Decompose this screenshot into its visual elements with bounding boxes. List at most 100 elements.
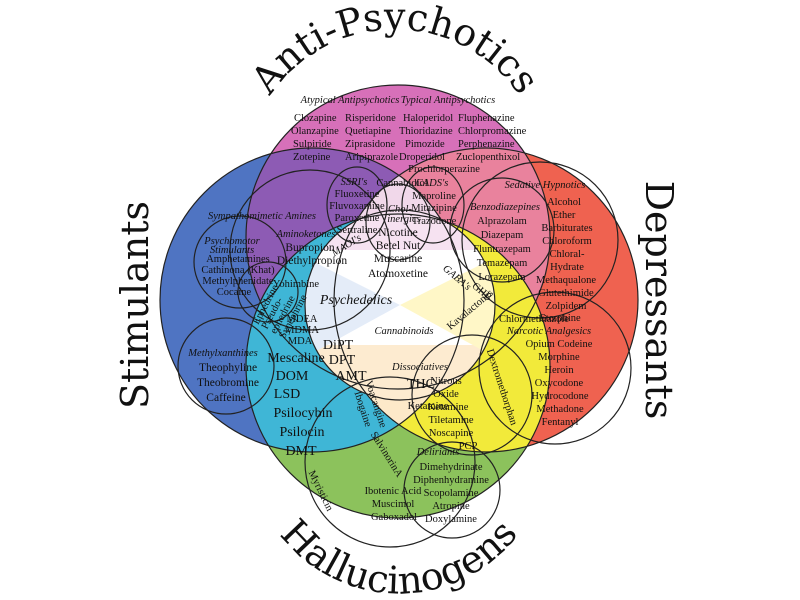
cholinergics-item: Muscarine (374, 253, 423, 265)
benzo-item: Diazepam (481, 230, 524, 241)
ssri-item: Fluvoxamine (329, 201, 385, 212)
atypical-row: Sulpiride (293, 139, 332, 150)
stimulants-title: Stimulants (113, 201, 157, 409)
methylxanthine-item: Caffeine (206, 392, 245, 404)
ephedrine-circle (237, 261, 299, 323)
tryptamine-item: Mescaline (267, 351, 325, 366)
deliriants-circle (403, 441, 501, 539)
thc-label: THC (407, 377, 435, 392)
sedative-circle (461, 161, 619, 319)
sedative-item: Methaqualone (536, 275, 596, 286)
psychomotor-stimulants-title: Psychomotor (203, 236, 260, 247)
typical-row: Chlorpromazine (458, 126, 527, 137)
ssri-title: SSRI's (341, 177, 368, 188)
psychomotor-item: Amphetamines (206, 254, 270, 265)
cadss-title: CADS's (416, 178, 449, 189)
core-depressant-part (400, 255, 495, 360)
ssri-item: Fluoxetine (335, 189, 380, 200)
benzo-item: Lorazepam (478, 272, 525, 283)
tryptamine-item: Psilocin (279, 425, 324, 440)
typical-row: Haloperidol (403, 113, 453, 124)
tryptamine-item: AMT (335, 369, 367, 384)
sedative-item: Alcohol (547, 197, 581, 208)
tryptamine-item: LSD (274, 387, 300, 402)
atypical-row: Risperidone (345, 113, 396, 124)
narcotic-circle (478, 291, 632, 445)
benzodiazepines-title: Benzodiazepines (470, 202, 540, 213)
salvinorin-circle (304, 376, 476, 548)
depressants-title: Depressants (637, 181, 681, 420)
sedative-item: Hydrate (550, 262, 584, 273)
sedative-item: Chloroform (542, 236, 592, 247)
tryptamine-item: DPT (329, 353, 356, 368)
typical-antipsychotics-title: Typical Antipsychotics (401, 95, 495, 106)
ssri-ellipse (326, 166, 388, 244)
tryptamine-item: DiPT (323, 338, 354, 353)
muscimol-item: Muscimol (372, 499, 415, 510)
benzo-item: Temazepam (477, 258, 528, 269)
cadss-item: Trazodone (412, 216, 457, 227)
benzo-item: Alprazolam (477, 216, 527, 227)
psychomotor-stimulants-title: Stimulants (210, 245, 254, 256)
sedative-item: Zolpidem (546, 301, 587, 312)
typical-row: Pimozide (405, 139, 445, 150)
psychomotor-circle (193, 215, 287, 309)
narcotic-item: Methadone (536, 404, 584, 415)
sedative-item: Chlormethiazole (499, 314, 569, 325)
typical-row: Droperidol (399, 152, 445, 163)
narcotic-item: Morphine (538, 352, 580, 363)
atomoxetine-label: Atomoxetine (368, 268, 428, 280)
atypical-row: Clozapine (294, 113, 337, 124)
typical-row: Zuclopenthixol (456, 152, 520, 163)
dextro-circle (411, 334, 533, 456)
narcotic-item: Etorphine (539, 313, 581, 324)
cadss-ellipse (401, 166, 465, 244)
core-stimulant-part (305, 255, 400, 360)
aminoketone-item: Diethylpropion (277, 255, 348, 267)
atypical-row: Olanzapine (291, 126, 339, 137)
prochlorperazine-label: Prochlorperazine (408, 164, 480, 175)
ssri-item: Paroxetine (335, 213, 380, 224)
cholinergics-title: inergics (387, 214, 420, 225)
sedative-item: Glutethimide (538, 288, 594, 299)
benzo-item: Fluntrazepam (473, 244, 531, 255)
atypical-row: Zotepine (293, 152, 331, 163)
deliriant-item: Atropine (432, 501, 470, 512)
typical-row: Thioridazine (399, 126, 453, 137)
muscimol-item: Ibotenic Acid (365, 486, 423, 497)
dissociative-item: Ketamine (428, 402, 469, 413)
cholinergics-title: Chol- (388, 204, 412, 215)
dissociatives-title: Dissociatives (391, 362, 448, 373)
psychedelics-label: Psychedelics (319, 293, 393, 308)
outlines (159, 84, 639, 548)
dissociative-item: Tiletamine (428, 415, 473, 426)
entactogen-item: MDMA (285, 325, 319, 336)
deliriant-item: Doxylamine (425, 514, 477, 525)
maoi-circle (229, 169, 391, 331)
aminoketone-item: Bupropion (285, 242, 334, 254)
cholinergics-item: Betel Nut (376, 240, 421, 252)
psychomotor-item: Methylphenidate (202, 276, 273, 287)
aminoketones-title: Aminoketones (276, 229, 336, 240)
tryptamine-item: DOM (276, 369, 309, 384)
narcotic-item: Fentanyl (542, 417, 579, 428)
atypical-row: Ziprasidone (345, 139, 395, 150)
narcotic-item: Oxycodone (535, 378, 584, 389)
cholinergics-ellipse (365, 183, 431, 261)
typical-row: Fluphenazine (458, 113, 515, 124)
psychomotor-item: Cocaine (217, 287, 252, 298)
atypical-row: Aripiprazole (345, 152, 398, 163)
deliriant-item: Diphenhydramine (413, 475, 489, 486)
overlap-regions (246, 148, 550, 452)
tryptamine-item: Psilocybin (273, 406, 332, 421)
sympathomimetic-amines-title: Sympathomimetic Amines (208, 211, 316, 222)
narcotic-item: Heroin (544, 365, 574, 376)
cannabidiol-label: Cannabidiol (376, 178, 427, 189)
narcotic-item: Hydrocodone (531, 391, 588, 402)
hallucinogens-title: Hallucinogens (272, 511, 525, 600)
cadss-item: Mitazipine (411, 203, 457, 214)
sedative-item: Chloral- (550, 249, 585, 260)
sedative-item: Barbiturates (541, 223, 592, 234)
deliriant-item: Scopolamine (424, 488, 479, 499)
